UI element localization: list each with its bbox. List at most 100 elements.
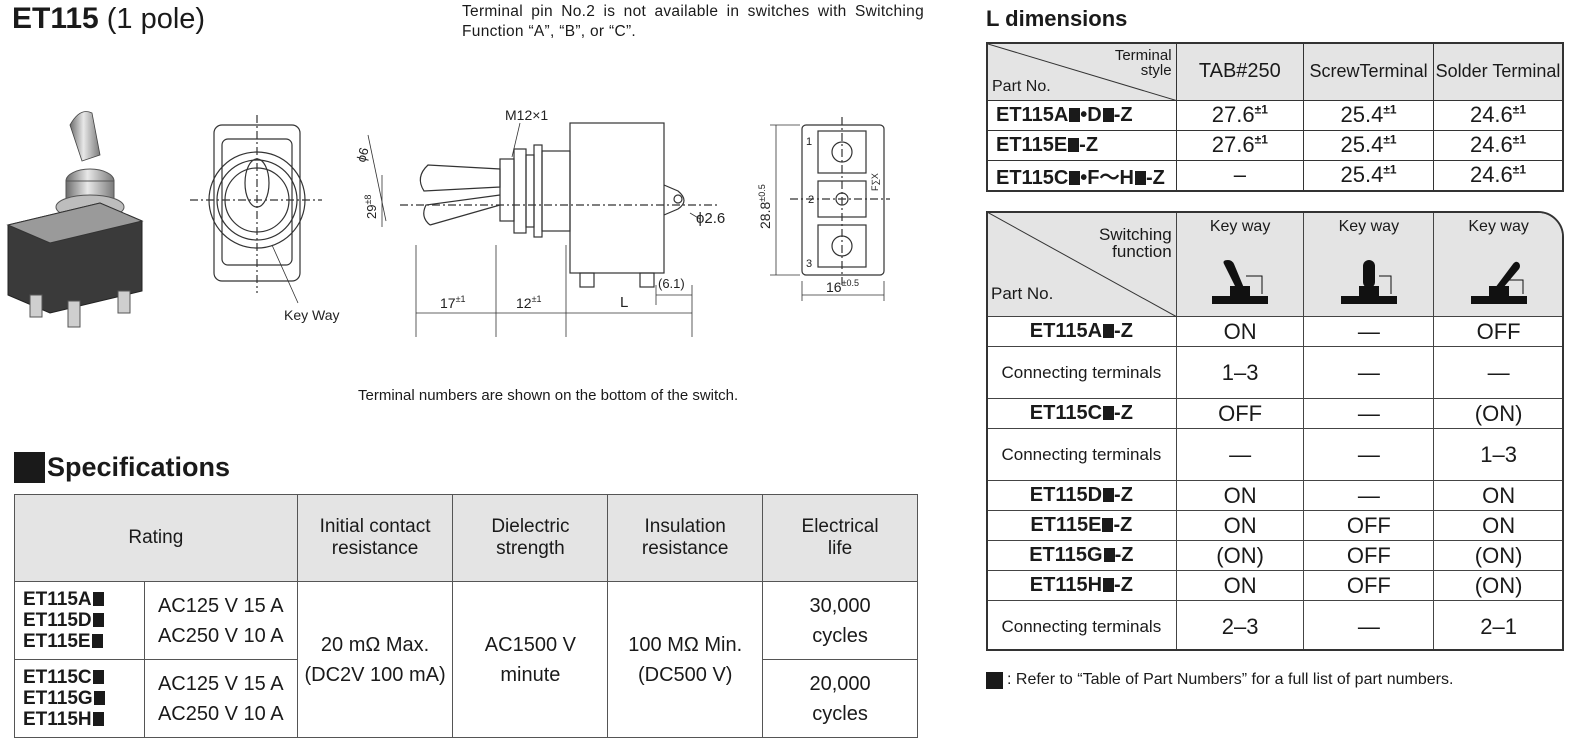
switching-part: ET115C-Z bbox=[988, 398, 1177, 429]
switching-part: ET115D-Z bbox=[988, 480, 1177, 511]
connecting-terminals-label: Connecting terminals bbox=[988, 346, 1177, 399]
switching-cell: — bbox=[1303, 480, 1435, 511]
switching-cell: 2–3 bbox=[1175, 600, 1305, 649]
switching-cell: ON bbox=[1175, 510, 1305, 541]
switching-part: ET115A-Z bbox=[988, 316, 1177, 347]
key-way-left-header: Key way bbox=[1175, 213, 1305, 317]
switching-cell: 1–3 bbox=[1175, 346, 1305, 399]
l-dim-value: – bbox=[1175, 159, 1305, 191]
switching-row-d: ET115D-Z ON — ON bbox=[988, 480, 1562, 511]
diameter-26-label: ϕ2.6 bbox=[696, 210, 725, 227]
pin-availability-note: Terminal pin No.2 is not available in sw… bbox=[462, 3, 924, 40]
switching-cell: (ON) bbox=[1433, 540, 1562, 571]
switching-cell: ON bbox=[1175, 570, 1305, 601]
toggle-right-icon bbox=[1470, 261, 1527, 304]
switching-cell: 1–3 bbox=[1433, 428, 1562, 481]
l-dim-value: 24.6±1 bbox=[1433, 159, 1564, 191]
switching-cell: (ON) bbox=[1175, 540, 1305, 571]
l-dim-part: ET115E-Z bbox=[986, 129, 1177, 161]
switching-part: ET115G-Z bbox=[988, 540, 1177, 571]
switching-cell: ON bbox=[1175, 480, 1305, 511]
dim-29-label: 29±8 bbox=[363, 195, 379, 219]
connecting-terminals-label: Connecting terminals bbox=[988, 600, 1177, 649]
terminal-1-label: 1 bbox=[806, 136, 812, 148]
key-way-right-header: Key way bbox=[1433, 213, 1562, 317]
switching-cell: OFF bbox=[1175, 398, 1305, 429]
switching-row-c-terminals: Connecting terminals — — 1–3 bbox=[988, 428, 1562, 481]
toggle-center-icon bbox=[1340, 260, 1397, 304]
pole-label: (1 pole) bbox=[106, 3, 206, 35]
switching-cell: ON bbox=[1433, 510, 1562, 541]
diagonal-divider bbox=[988, 213, 1177, 317]
switching-part: ET115E-Z bbox=[988, 510, 1177, 541]
switching-part: ET115H-Z bbox=[988, 570, 1177, 601]
col-screw-terminal: ScrewTerminal bbox=[1303, 42, 1435, 101]
switching-cell: OFF bbox=[1303, 570, 1435, 601]
switching-cell: OFF bbox=[1303, 540, 1435, 571]
switching-cell: — bbox=[1303, 316, 1435, 347]
bottom-view bbox=[770, 117, 890, 301]
switching-cell: — bbox=[1433, 346, 1562, 399]
l-dim-row-c-f-h: ET115C•F〜H-Z – 25.4±1 24.6±1 bbox=[986, 159, 1564, 191]
diameter-6-label: ϕ6 bbox=[353, 146, 371, 164]
l-dim-value: 27.6±1 bbox=[1175, 99, 1305, 131]
switching-cell: 2–1 bbox=[1433, 600, 1562, 649]
switching-cell: — bbox=[1175, 428, 1305, 481]
switching-row-a-terminals: Connecting terminals 1–3 — — bbox=[988, 346, 1562, 399]
footnote: : Refer to “Table of Part Numbers” for a… bbox=[986, 671, 1453, 689]
side-mark-label: F∑X bbox=[870, 173, 880, 191]
l-dimensions-heading: L dimensions bbox=[986, 6, 1128, 31]
switching-cell: ON bbox=[1175, 316, 1305, 347]
key-way-center-header: Key way bbox=[1303, 213, 1435, 317]
switching-row-h-terminals: Connecting terminals 2–3 — 2–1 bbox=[988, 600, 1562, 649]
l-dim-row-e: ET115E-Z 27.6±1 25.4±1 24.6±1 bbox=[986, 129, 1564, 161]
terminal-numbers-note: Terminal numbers are shown on the bottom… bbox=[358, 387, 739, 404]
terminal-3-label: 3 bbox=[806, 258, 812, 270]
l-dim-part: ET115A•D-Z bbox=[986, 99, 1177, 131]
switching-row-h: ET115H-Z ON OFF (ON) bbox=[988, 570, 1562, 601]
l-dim-row-a-d: ET115A•D-Z 27.6±1 25.4±1 24.6±1 bbox=[986, 99, 1564, 131]
terminal-2-label: 2 bbox=[808, 194, 814, 206]
switching-cell: OFF bbox=[1303, 510, 1435, 541]
switching-cell: — bbox=[1303, 600, 1435, 649]
product-title: ET115(1 pole) bbox=[12, 2, 205, 36]
switching-cell: — bbox=[1303, 428, 1435, 481]
dimension-drawings: Key Way M12×1 ϕ6 29±8 ϕ2.6 17±1 12±1 L (… bbox=[6, 107, 890, 337]
switching-row-e: ET115E-Z ON OFF ON bbox=[988, 510, 1562, 541]
contact-resistance-value: 20 mΩ Max.(DC2V 100 mA) bbox=[296, 581, 454, 738]
l-dim-value: 25.4±1 bbox=[1303, 99, 1435, 131]
heading-square-icon bbox=[14, 452, 45, 483]
diagonal-divider bbox=[988, 44, 1178, 101]
switching-cell: (ON) bbox=[1433, 570, 1562, 601]
switching-cell: — bbox=[1303, 398, 1435, 429]
connecting-terminals-label: Connecting terminals bbox=[988, 428, 1177, 481]
toggle-left-icon bbox=[1212, 260, 1269, 304]
specifications-heading: Specifications bbox=[14, 452, 230, 483]
switching-row-g: ET115G-Z (ON) OFF (ON) bbox=[988, 540, 1562, 571]
switch-photo bbox=[6, 111, 144, 328]
switching-row-a: ET115A-Z ON — OFF bbox=[988, 316, 1562, 347]
switching-row-c: ET115C-Z OFF — (ON) bbox=[988, 398, 1562, 429]
thread-label: M12×1 bbox=[505, 107, 548, 123]
switching-cell: ON bbox=[1433, 480, 1562, 511]
l-dim-value: 24.6±1 bbox=[1433, 129, 1564, 161]
dim-l-label: L bbox=[620, 294, 628, 311]
